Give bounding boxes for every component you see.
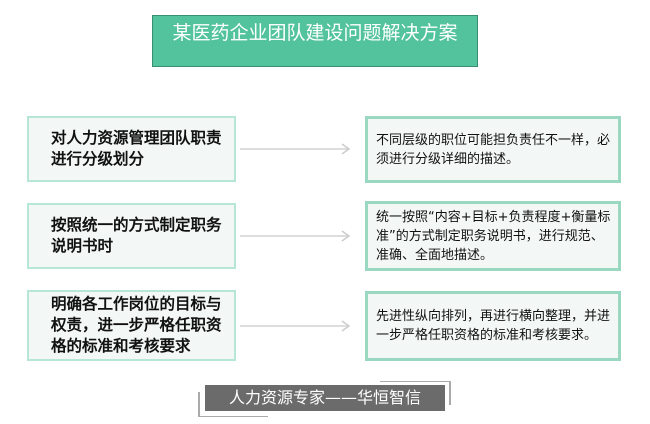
footer-decor-line (198, 416, 268, 417)
footer-decor-line (198, 392, 200, 416)
solution-box-1: 不同层级的职位可能担负责任不一样，必须进行分级详细的描述。 (365, 116, 621, 183)
footer-decor-line (449, 381, 451, 405)
arrow-icon (240, 230, 351, 242)
diagram-title: 某医药企业团队建设问题解决方案 (152, 15, 478, 67)
solution-box-2: 统一按照“内容+目标+负责程度+衡量标准”的方式制定职务说明书，进行规范、准确、… (365, 201, 621, 271)
footer-watermark: 人力资源专家——华恒智信 (205, 385, 445, 411)
arrow-icon (240, 320, 351, 332)
arrow-icon (240, 143, 351, 155)
problem-box-3: 明确各工作岗位的目标与权责，进一步严格任职资格的标准和考核要求 (27, 290, 236, 361)
footer-decor-line (380, 381, 450, 382)
problem-box-2: 按照统一的方式制定职务说明书时 (27, 203, 236, 269)
problem-box-1: 对人力资源管理团队职责进行分级划分 (27, 116, 236, 182)
solution-box-3: 先进性纵向排列，再进行横向整理，并进一步严格任职资格的标准和考核要求。 (365, 291, 621, 361)
